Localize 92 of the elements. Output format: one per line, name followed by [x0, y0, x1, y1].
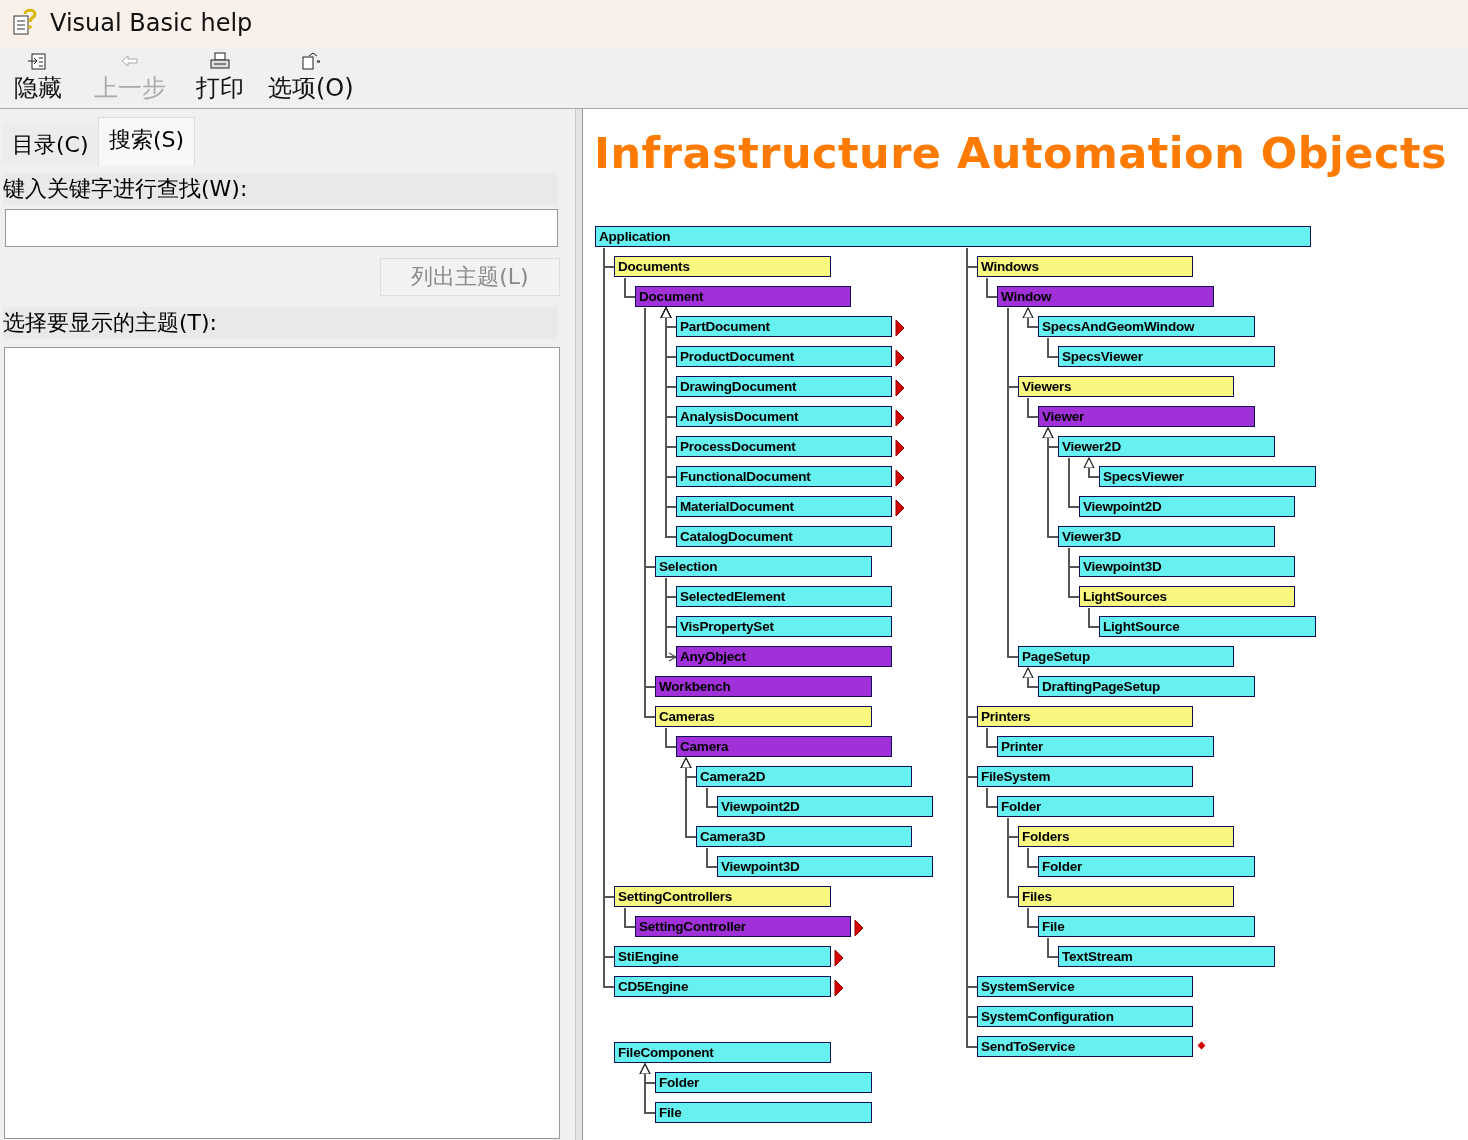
field-label: 键入关键字进行查找(W):: [3, 173, 558, 205]
class-box: Camera3D: [696, 826, 912, 847]
class-box: LightSource: [1099, 616, 1316, 637]
class-box: Document: [635, 286, 851, 307]
class-box: Folder: [1038, 856, 1255, 877]
class-box: PartDocument: [676, 316, 892, 337]
class-box: Cameras: [655, 706, 872, 727]
class-box: StiEngine: [614, 946, 831, 967]
connector-line: [1007, 817, 1019, 898]
connector-line: [1088, 607, 1100, 628]
class-box: Files: [1018, 886, 1234, 907]
inheritance-arrow: [1083, 457, 1100, 478]
class-box: Camera: [676, 736, 892, 757]
class-box: Folder: [655, 1072, 872, 1093]
connector-line: [1047, 337, 1059, 358]
class-box: SettingController: [635, 916, 851, 937]
class-box: FileSystem: [977, 766, 1193, 787]
class-box: Viewer: [1038, 406, 1255, 427]
connector-line: [1027, 907, 1039, 928]
connector-line: [986, 727, 998, 748]
class-box: Viewpoint2D: [717, 796, 933, 817]
connector-line: [1068, 457, 1080, 508]
class-box: SystemConfiguration: [977, 1006, 1193, 1027]
class-box: Printers: [977, 706, 1193, 727]
connector-line: [986, 277, 998, 298]
connector-line: [706, 787, 718, 808]
class-box: VisPropertySet: [676, 616, 892, 637]
print-button: 打印: [196, 52, 244, 104]
class-box: CD5Engine: [614, 976, 831, 997]
connector-line: [986, 787, 998, 808]
class-box: Viewpoint2D: [1079, 496, 1295, 517]
class-box: FunctionalDocument: [676, 466, 892, 487]
class-box: Folder: [997, 796, 1214, 817]
search-tab: 搜索(S): [98, 117, 196, 166]
inheritance-arrow: [1042, 427, 1059, 538]
class-box: File: [1038, 916, 1255, 937]
connector-line: [624, 277, 636, 298]
page-heading: Infrastructure Automation Objects: [594, 128, 1448, 178]
class-box: Viewers: [1018, 376, 1234, 397]
connector-line: [1068, 547, 1080, 598]
class-box: Documents: [614, 256, 831, 277]
connector-line: [706, 847, 718, 868]
class-box: File: [655, 1102, 872, 1123]
arrow: [665, 577, 677, 662]
class-box: Selection: [655, 556, 872, 577]
class-box: AnalysisDocument: [676, 406, 892, 427]
class-box: Folders: [1018, 826, 1234, 847]
class-box: Windows: [977, 256, 1193, 277]
options-button: 选项(O): [268, 52, 354, 104]
class-box: AnyObject: [676, 646, 892, 667]
class-box: Viewer3D: [1058, 526, 1275, 547]
connector-line: [665, 727, 677, 748]
class-box: Window: [997, 286, 1214, 307]
contents-tab: 目录(C): [2, 123, 99, 163]
list-topics-button: 列出主题(L): [380, 258, 560, 296]
class-box: Printer: [997, 736, 1214, 757]
class-box: Workbench: [655, 676, 872, 697]
class-box: Application: [595, 226, 1311, 247]
back-button: 上一步: [94, 52, 166, 104]
connector-line: [624, 907, 636, 928]
connector-line: [1007, 307, 1019, 658]
class-box: ProcessDocument: [676, 436, 892, 457]
class-box: Viewpoint3D: [717, 856, 933, 877]
class-box: SpecsViewer: [1058, 346, 1275, 367]
inheritance-arrow: [639, 1063, 656, 1114]
inheritance-arrow: [1022, 667, 1039, 688]
class-box: ProductDocument: [676, 346, 892, 367]
class-box: LightSources: [1079, 586, 1295, 607]
class-box: SelectedElement: [676, 586, 892, 607]
class-box: SettingControllers: [614, 886, 831, 907]
class-box: FileComponent: [614, 1042, 831, 1063]
class-box: PageSetup: [1018, 646, 1234, 667]
class-box: Viewpoint3D: [1079, 556, 1295, 577]
inheritance-arrow: [680, 757, 697, 838]
connector-line: [1047, 937, 1059, 958]
class-box: DrawingDocument: [676, 376, 892, 397]
connector-line: [1027, 397, 1039, 418]
class-box: Camera2D: [696, 766, 912, 787]
class-box: TextStream: [1058, 946, 1275, 967]
inheritance-arrow: [1022, 307, 1039, 328]
class-box: CatalogDocument: [676, 526, 892, 547]
class-box: SystemService: [977, 976, 1193, 997]
hide-button: 隐藏: [14, 52, 62, 104]
class-box: SpecsAndGeomWindow: [1038, 316, 1255, 337]
class-box: MaterialDocument: [676, 496, 892, 517]
class-box: DraftingPageSetup: [1038, 676, 1255, 697]
class-box: SendToService: [977, 1036, 1193, 1057]
class-box: Viewer2D: [1058, 436, 1275, 457]
connector-line: [1027, 847, 1039, 868]
window-title: Visual Basic help: [50, 9, 253, 37]
class-box: SpecsViewer: [1099, 466, 1316, 487]
field-label: 选择要显示的主题(T):: [3, 307, 558, 339]
